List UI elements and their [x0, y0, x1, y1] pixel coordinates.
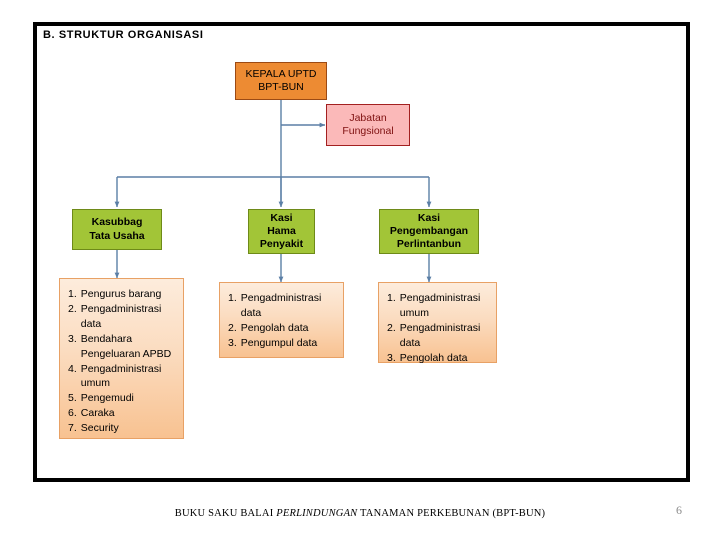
footer-suffix: TANAMAN PERKEBUNAN (BPT-BUN): [357, 508, 546, 519]
footer-caption: BUKU SAKU BALAI PERLINDUNGAN TANAMAN PER…: [0, 508, 720, 519]
list-item-number: 1.: [228, 292, 237, 304]
list-item-label: Pengadministrasi data: [399, 321, 484, 349]
list-item-number: 5.: [68, 392, 77, 405]
list-item-number: 2.: [387, 321, 396, 334]
list-item-label: Pengolah data: [240, 321, 309, 334]
list-item: 7.Security: [68, 421, 177, 436]
list-item: 1.Pengadministrasi data: [228, 291, 337, 321]
node-kepala-line2: BPT-BUN: [258, 81, 304, 93]
node-kepala-line1: KEPALA UPTD: [245, 67, 317, 80]
list-item: 2.Pengadministrasi data: [387, 321, 490, 351]
list-item-number: 1.: [387, 292, 396, 304]
list-item-number: 3.: [387, 351, 396, 364]
list-item-number: 3.: [68, 332, 77, 345]
node-kasi-bang-line2: Pengembangan: [389, 224, 469, 237]
list-item: 3.Bendahara Pengeluaran APBD: [68, 332, 177, 362]
list-item: 1.Pengadministrasi umum: [387, 291, 490, 321]
list-item-number: 2.: [68, 302, 77, 315]
list-item-label: Security: [80, 422, 119, 435]
node-kasi-bang-line3: Perlintanbun: [396, 238, 462, 251]
node-kasubbag-line1: Kasubbag: [91, 216, 143, 229]
list-item-number: 3.: [228, 336, 237, 349]
list-item: 1.Pengurus barang: [68, 287, 177, 302]
list-item: 4.Pengadministrasi umum: [68, 362, 177, 392]
node-fungsional-line2: Fungsional: [342, 125, 394, 137]
list-item-number: 2.: [228, 321, 237, 334]
node-kasi-hama-line2: Hama: [267, 224, 296, 237]
list-item-number: 7.: [68, 422, 77, 435]
node-kasubbag-line2: Tata Usaha: [89, 229, 145, 242]
node-kasi-hama-penyakit[interactable]: Kasi Hama Penyakit: [248, 209, 315, 254]
list-item-label: Pengolah data: [399, 351, 468, 364]
list-item-label: Pengumpul data: [240, 336, 318, 349]
node-kasi-pengembangan-perlintanbun[interactable]: Kasi Pengembangan Perlintanbun: [379, 209, 479, 254]
page-title: B. STRUKTUR ORGANISASI: [43, 29, 204, 41]
list-item: 3.Pengumpul data: [228, 336, 337, 351]
list-item-label: Caraka: [80, 407, 115, 420]
list-item: 6.Caraka: [68, 406, 177, 421]
list-item-label: Pengadministrasi data: [80, 302, 165, 330]
list-item-label: Pengurus barang: [80, 288, 162, 300]
footer-prefix: BUKU SAKU BALAI: [174, 508, 277, 519]
list-item-number: 1.: [68, 288, 77, 300]
list-item-label: Pengadministrasi data: [240, 292, 325, 319]
node-kepala-uptd[interactable]: KEPALA UPTD BPT-BUN: [235, 62, 327, 100]
list-item: 2.Pengolah data: [228, 321, 337, 336]
list-item-number: 4.: [68, 362, 77, 375]
node-kasubbag-tata-usaha[interactable]: Kasubbag Tata Usaha: [72, 209, 162, 250]
node-kasi-bang-line1: Kasi: [417, 211, 441, 224]
list-item-label: Pengemudi: [80, 392, 134, 405]
node-kasi-hama-line1: Kasi: [270, 211, 293, 224]
list-item: 5.Pengemudi: [68, 391, 177, 406]
node-fungsional-line1: Jabatan: [349, 111, 387, 124]
page-number: 6: [676, 503, 682, 517]
node-kasi-hama-line3: Penyakit: [259, 238, 304, 251]
list-item-label: Pengadministrasi umum: [399, 292, 484, 319]
list-item: 2.Pengadministrasi data: [68, 302, 177, 332]
node-jabatan-fungsional[interactable]: Jabatan Fungsional: [326, 104, 410, 146]
list-item-number: 6.: [68, 407, 77, 420]
list-item-label: Pengadministrasi umum: [80, 362, 165, 390]
list-item-label: Bendahara Pengeluaran APBD: [80, 332, 172, 360]
list-item: 3.Pengolah data: [387, 351, 490, 366]
footer-italic: PERLINDUNGAN: [276, 508, 358, 519]
